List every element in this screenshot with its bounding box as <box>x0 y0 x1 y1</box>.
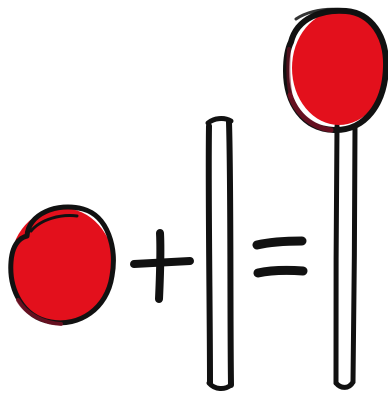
lollipop-icon <box>286 9 386 387</box>
red-circle-icon <box>10 207 114 324</box>
equals-sign-icon <box>257 241 303 273</box>
stick-icon <box>208 119 231 389</box>
plus-sign-icon <box>134 233 190 299</box>
